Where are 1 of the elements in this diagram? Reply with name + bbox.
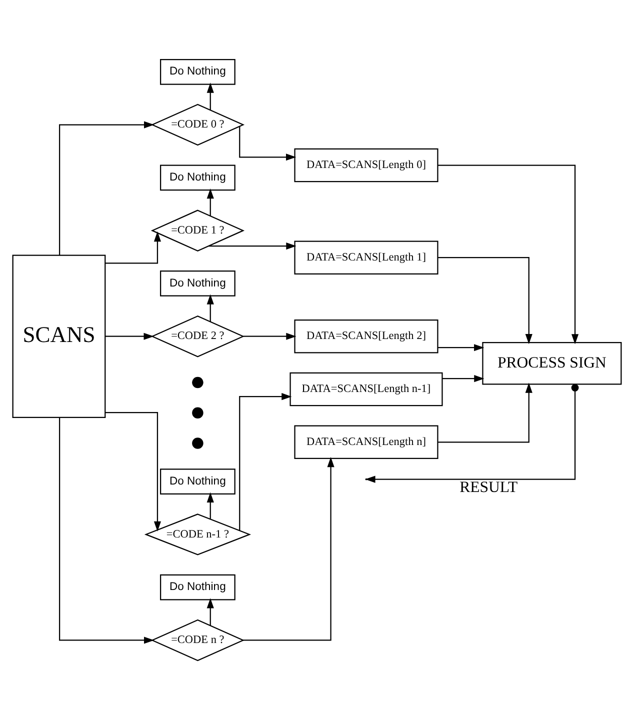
- edge-label: RESULT: [460, 478, 518, 496]
